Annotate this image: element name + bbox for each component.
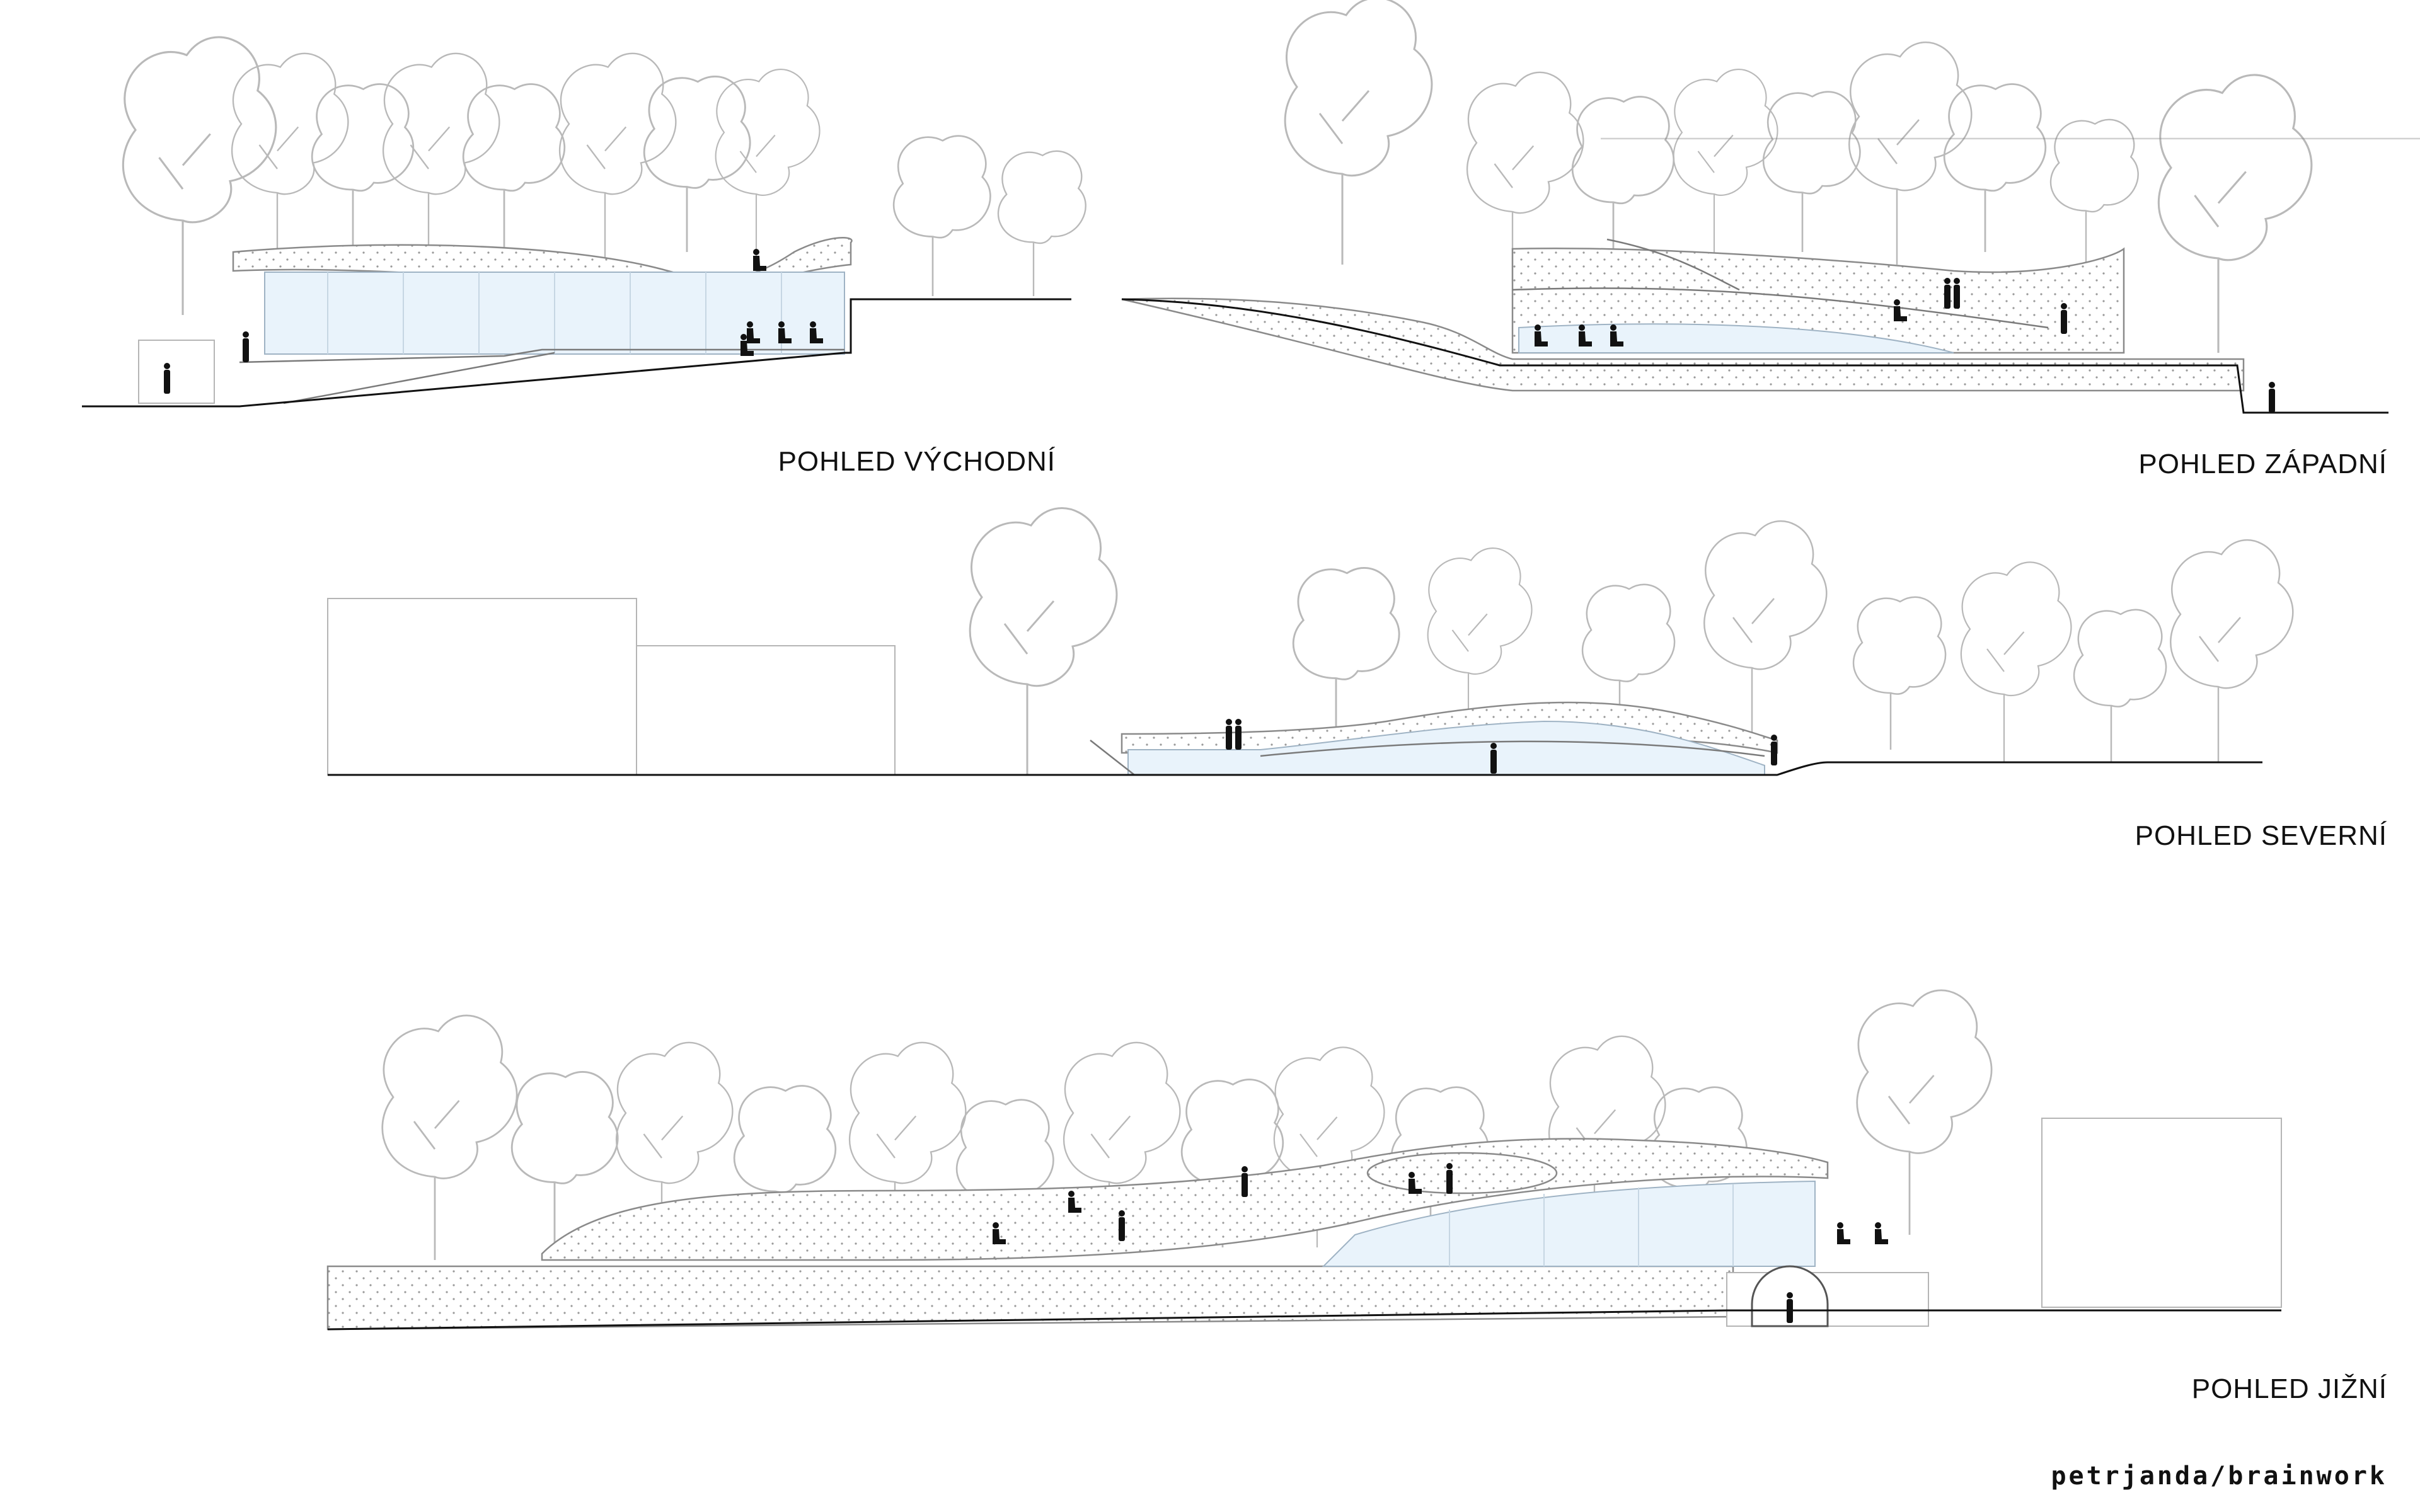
elevation-west bbox=[1121, 0, 2420, 414]
elevation-east bbox=[82, 36, 1086, 408]
ramp-east bbox=[239, 348, 844, 404]
neighbour-building-tall bbox=[327, 598, 637, 776]
neighbour-building-low bbox=[636, 645, 896, 776]
ground-line-east bbox=[82, 298, 1071, 408]
ground-line-west bbox=[1121, 298, 2388, 414]
elevation-south bbox=[326, 989, 2282, 1331]
stair-block-east bbox=[138, 340, 215, 404]
ground-line-north bbox=[328, 761, 2262, 776]
caption-south: POHLED JIŽNÍ bbox=[2191, 1373, 2387, 1404]
glazing-south bbox=[1322, 1180, 1816, 1267]
roof-edges-north bbox=[1090, 740, 1765, 776]
roof-opening-south bbox=[1366, 1152, 1558, 1194]
terrain-hatch-west bbox=[1121, 297, 2245, 392]
caption-east: POHLED VÝCHODNÍ bbox=[778, 446, 1056, 477]
neighbour-building-south bbox=[2041, 1118, 2282, 1308]
background-building-west bbox=[1601, 137, 2420, 140]
ground-line-south bbox=[327, 1309, 2281, 1331]
caption-north: POHLED SEVERNÍ bbox=[2135, 820, 2387, 851]
author-credit: petrjanda/brainwork bbox=[2051, 1462, 2387, 1491]
glazing-west bbox=[1518, 323, 1954, 353]
caption-west: POHLED ZÁPADNÍ bbox=[2138, 449, 2387, 479]
elevation-north bbox=[327, 507, 2294, 776]
roof-edges-west bbox=[1512, 238, 2049, 329]
roof-south bbox=[541, 1138, 1829, 1261]
mullions-south bbox=[1449, 1184, 1734, 1266]
